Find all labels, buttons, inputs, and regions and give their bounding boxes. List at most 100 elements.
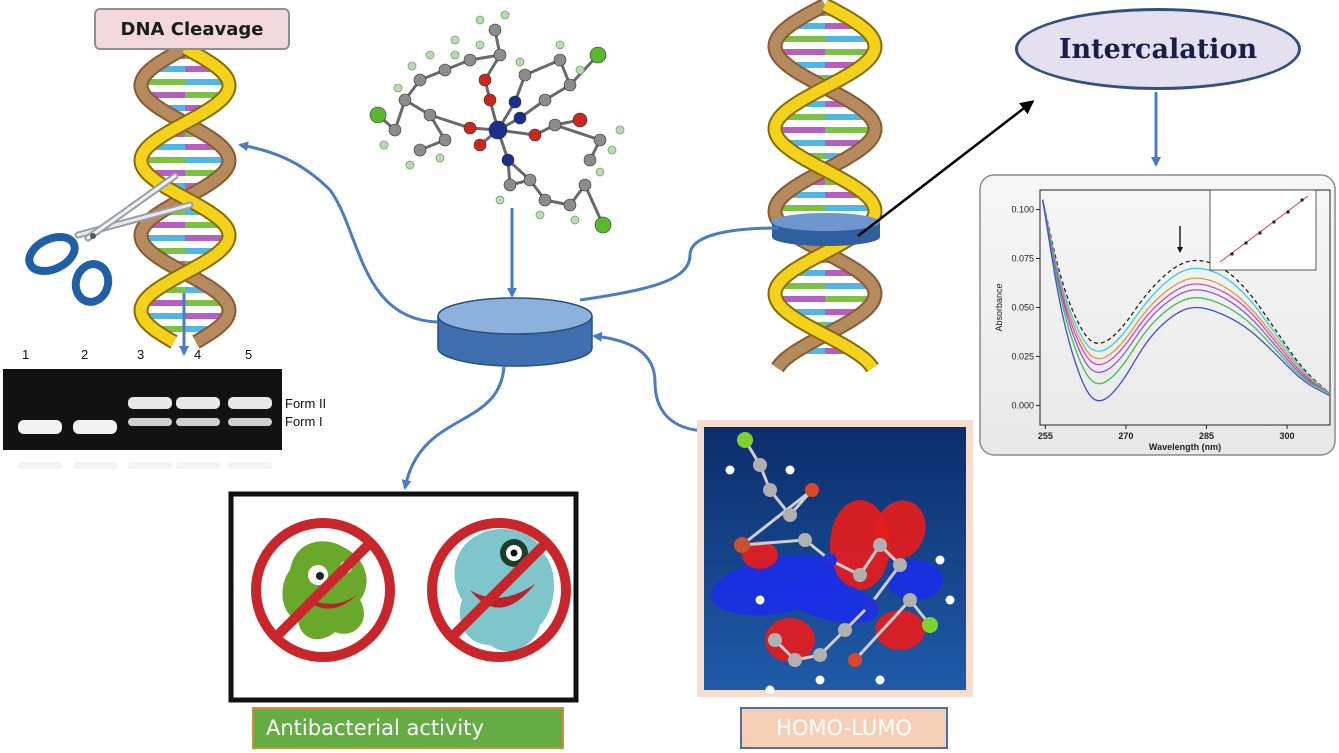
base-pair: [789, 270, 825, 276]
base-pair: [185, 287, 214, 293]
base-pair: [776, 49, 825, 55]
gel-band-form-ii: [228, 397, 272, 409]
molecule-atom: [805, 483, 819, 497]
orbital-lobe: [875, 610, 925, 650]
molecule-atom: [572, 112, 588, 128]
orbital-lobe: [742, 541, 778, 569]
base-pair: [787, 62, 825, 68]
absorbance-series: [1042, 199, 1331, 402]
molecule-atom: [488, 23, 502, 37]
molecule-atom: [838, 623, 852, 637]
molecule-bond: [868, 564, 902, 606]
base-pair: [825, 101, 855, 107]
molecule-atom: [753, 458, 767, 472]
inset-point: [1258, 231, 1262, 235]
hydrogen-atom: [945, 595, 955, 605]
hydrogen-atom: [535, 210, 545, 220]
hydrogen-atom: [725, 465, 735, 475]
connector-arrows: [179, 92, 1161, 490]
absorbance-series: [1042, 199, 1331, 395]
base-pair: [147, 144, 185, 150]
x-tick-label: 285: [1199, 431, 1214, 441]
hydrogen-atom: [555, 40, 565, 50]
base-pair: [144, 92, 185, 98]
orbital-lobe: [781, 576, 879, 624]
molecule-atom: [922, 617, 938, 633]
intercalated-disc: [772, 213, 880, 246]
base-pair: [185, 66, 219, 72]
base-pair: [775, 296, 825, 302]
molecule-atom: [493, 48, 507, 62]
base-pair: [784, 192, 825, 198]
gel-band-form-ii: [176, 397, 220, 409]
y-tick-label: 0.000: [1011, 400, 1034, 410]
molecule-bond: [554, 123, 601, 142]
molecule-atom: [734, 537, 750, 553]
hydrogen-atom: [570, 215, 580, 225]
gel-band-form-i: [73, 420, 117, 434]
molecule-atom: [538, 93, 552, 107]
scissors-icon: [25, 172, 194, 306]
molecule-atom: [553, 53, 567, 67]
base-pair: [185, 248, 221, 254]
base-pair: [185, 157, 229, 163]
base-pair: [777, 283, 825, 289]
homo-lumo-panel: [697, 420, 973, 697]
inset-point: [1230, 252, 1234, 256]
hydrogen-atom: [607, 145, 617, 155]
x-axis-label: Wavelength (nm): [1149, 442, 1221, 452]
gel-reflection: [73, 462, 117, 469]
base-pair: [825, 114, 871, 120]
base-pair: [141, 157, 185, 163]
molecule-atom: [438, 133, 452, 147]
molecule-atom: [388, 123, 402, 137]
molecule-atom: [768, 633, 782, 647]
hydrogen-atom: [500, 10, 510, 20]
inset-fit-line: [1219, 195, 1309, 263]
base-pair: [789, 23, 825, 29]
base-pair: [825, 140, 868, 146]
base-pair: [185, 326, 217, 332]
central-complex-disc: [437, 297, 593, 367]
molecule-atom: [593, 133, 607, 147]
base-pair: [185, 300, 227, 306]
inset-plot: [1209, 189, 1317, 271]
y-tick-label: 0.025: [1011, 351, 1034, 361]
hydrogen-atom: [450, 50, 460, 60]
gel-reflection: [18, 462, 62, 469]
base-pair: [782, 140, 825, 146]
dna-cleavage-label: DNA Cleavage: [94, 8, 290, 50]
molecule-atom: [528, 128, 542, 142]
molecule-atom: [503, 178, 517, 192]
absorbance-series: [1042, 199, 1331, 395]
helix-backbone: [769, 0, 881, 372]
hydrogen-atom: [765, 685, 775, 695]
molecule-atom: [508, 95, 522, 109]
base-pair: [156, 287, 185, 293]
gel-band-form-i: [18, 420, 62, 434]
hydrogen-atom: [393, 83, 403, 93]
gel-reflection: [228, 462, 272, 469]
hydrogen-atom: [515, 57, 525, 67]
molecule-atom: [893, 558, 907, 572]
molecule-atom: [523, 173, 537, 187]
hydrogen-atom: [595, 167, 605, 177]
base-pair: [825, 127, 875, 133]
trend-arrow-head: [1177, 247, 1183, 253]
molecule-bond: [524, 58, 561, 77]
absorbance-series: [1042, 199, 1331, 395]
intercalation-arrow: [857, 100, 1035, 237]
helix-strand: [135, 43, 235, 347]
gel-band-label: Form II: [285, 396, 327, 411]
x-tick-label: 255: [1038, 431, 1053, 441]
base-pair: [775, 127, 825, 133]
base-pair: [786, 309, 825, 315]
molecule-atom: [737, 432, 753, 448]
molecule-atom: [413, 73, 427, 87]
hydrogen-atom: [435, 153, 445, 163]
inset-point: [1244, 241, 1248, 245]
molecule-atom: [463, 121, 477, 135]
gel-lane-label: 2: [81, 347, 89, 362]
